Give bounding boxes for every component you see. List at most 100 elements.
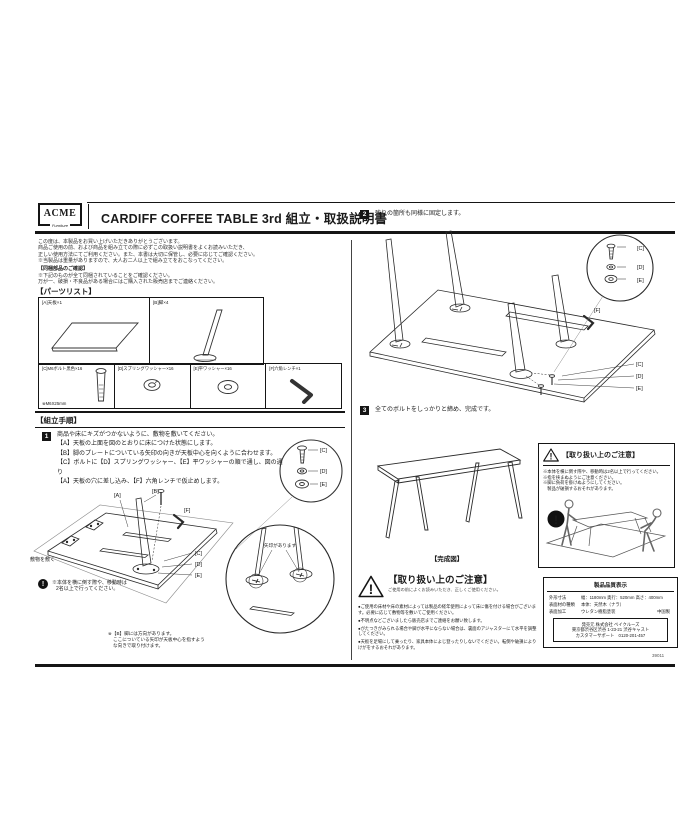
caution-line: ※本体を横に倒す際や、移動時は2名以上で行ってください。	[543, 469, 661, 474]
step2-detail-label-e: [E]	[637, 278, 644, 284]
step1-hardware-detail: [C] [D] [E]	[279, 439, 343, 503]
quality-row-value: ウレタン樹脂塗装	[581, 608, 616, 614]
step1-diagram: [A] [B] [F] [C] [D] [E] 敷物を敷く 矢印があります	[30, 489, 335, 634]
header-bottom-rule	[35, 231, 675, 234]
quality-title: 製品品質表示	[547, 578, 674, 592]
quality-row: 表面材の種類 本体：天然木（ナラ）	[549, 602, 672, 608]
hex-wrench-icon	[289, 378, 313, 404]
note-line: な向きで取り付けます。	[113, 643, 164, 649]
step2-label-c: [C]	[636, 362, 644, 368]
diagram-label-d: [D]	[195, 562, 203, 568]
caution-bullet: ●天板を足場にして乗ったり、家具本体によじ登ったりしないでください。転倒や破損に…	[358, 639, 537, 650]
warning-line: 2名以上で行ってください。	[56, 586, 119, 593]
spring-washer-icon	[143, 378, 161, 391]
doc-number: 39011	[652, 653, 665, 658]
note-line: ※【B】脚には方向があります。	[108, 631, 175, 636]
svg-text:!: !	[550, 452, 553, 462]
step2-label-d: [D]	[636, 374, 644, 380]
quality-row-label: 外形寸法	[549, 594, 567, 600]
arrow-zoom-label: 矢印があります	[264, 542, 297, 549]
quality-row-label: 表面材の種類	[549, 601, 575, 607]
diagram-label-a: [A]	[114, 493, 121, 499]
parts-table-row1: [A]天板×1 [B]脚×4	[38, 297, 264, 365]
caution-right-box: ! 【取り扱い上のご注意】 ※本体を横に倒す際や、移動時は2名以上で行ってくださ…	[538, 443, 675, 568]
mat-label: 敷物を敷く	[30, 556, 55, 563]
step2-text: 残りの箇所も同様に固定します。	[375, 211, 465, 217]
step1-line: 【B】脚のプレートについている矢印の向きが天板中心を向くように合わせます。	[57, 450, 277, 457]
tabletop-drawing	[51, 322, 139, 352]
detail-label-c: [C]	[320, 448, 328, 454]
note-line: ここについている矢印が天板中心を指すよう	[113, 637, 205, 643]
finished-label: 【完成図】	[430, 556, 464, 563]
included-line: 万が一、破損・不良品がある場合にはご購入された販売店までご連絡ください。	[38, 279, 219, 286]
part-cell-d: [D]スプリングワッシャー×16	[115, 364, 191, 408]
caution-bottom-bullets: ●ご使用の床材や床の素材によっては製品の経年使用によって床に傷を付ける場合がござ…	[358, 604, 540, 650]
svg-text:!: !	[369, 581, 374, 597]
step3-badge: 3	[360, 406, 369, 415]
diagram-label-f: [F]	[184, 508, 191, 514]
step1-line: 【A】天板の穴に差し込み、【F】六角レンチで仮止めします。	[57, 479, 224, 486]
quality-row-label: 表面加工	[549, 608, 567, 614]
caution-line: ※指を挟まぬようにご注意ください。	[543, 474, 616, 480]
quality-row-value: 幅：1180mm 奥行：520mm 高さ：400mm	[581, 594, 663, 600]
warning-line: ※本体を横に倒す際や、移動時は	[52, 580, 127, 586]
part-d-label: [D]スプリングワッシャー×16	[117, 366, 174, 371]
step2-badge: 2	[360, 210, 369, 219]
finished-table-drawing	[376, 448, 523, 539]
step1-note: ※【B】脚には方向があります。 ここについている矢印が天板中心を指すよう な向き…	[108, 631, 278, 650]
page-bottom-rule	[35, 664, 675, 667]
column-divider	[351, 240, 352, 660]
warning-triangle-icon: !	[543, 448, 559, 462]
intro-line: 商品ご使用の前、および商品を組み立ての際に必ずこの取扱い説明書をよくお読みいただ…	[38, 245, 248, 252]
diagram-label-b: [B]	[152, 489, 159, 495]
diagram-label-c: [C]	[195, 551, 203, 557]
caution-bottom-subtitle: ご使用の前によくお読みいただき、正しくご使用ください。	[388, 587, 501, 592]
part-a-label: [A]天板×1	[42, 300, 63, 305]
part-f-label: [F]六角レンチ×1	[269, 366, 301, 371]
warning-exclaim-icon: !	[38, 579, 48, 589]
step1-line: 【A】天板の上面を図のとおりに床につけた状態にします。	[57, 441, 217, 448]
svg-text:!: !	[554, 513, 558, 527]
leg-drawing	[193, 309, 223, 363]
step2-label-f: [F]	[594, 308, 601, 314]
caution-right-lines: ※本体を横に倒す際や、移動時は2名以上で行ってください。 ※指を挟まぬようにご注…	[543, 469, 670, 491]
caution-bottom-title: 【取り扱い上のご注意】	[388, 575, 493, 586]
step1-warning-text: ※本体を横に倒す際や、移動時は 2名以上で行ってください。	[52, 580, 172, 593]
included-lines: ※下記のものが全て同梱されていることをご確認ください。 万が一、破損・不良品があ…	[38, 273, 338, 286]
part-cell-f: [F]六角レンチ×1	[266, 364, 341, 408]
included-heading: 【同梱部品のご確認】	[38, 266, 89, 272]
intro-line: ※当製品は重量がありますので、大人お二人以上で組み立てをおこなってください。	[38, 258, 228, 265]
assembly-heading-rule	[35, 427, 345, 428]
part-c-label: [C]M6ボルト黒色×16	[42, 366, 83, 371]
header-divider	[88, 204, 89, 229]
quality-made-in: 中国製	[657, 608, 670, 614]
step3-text: 全てのボルトをしっかりと締め、完成です。	[375, 407, 495, 413]
seller-line: 発売元 株式会社 ベイクルーズ	[581, 621, 640, 627]
intro-line: 正しい使用方法にてご利用ください。また、本書は大切に保管し、必要に応じてご確認く…	[38, 251, 259, 258]
caution-line: ※脚に負荷を掛けぬようにしてください。	[543, 480, 625, 485]
warning-triangle-large-icon: !	[358, 575, 384, 598]
step1-line: 【C】ボルトに【D】スプリングワッシャー、【E】平ワッシャーの順で通し、図の通り	[57, 460, 283, 476]
detail-label-d: [D]	[320, 469, 328, 475]
acme-logo: ACME Furniture	[38, 203, 82, 228]
part-cell-c: [C]M6ボルト黒色×16 ※M6X25mm	[39, 364, 115, 408]
parts-heading: 【パーツリスト】	[36, 287, 96, 296]
quality-row: 外形寸法 幅：1180mm 奥行：520mm 高さ：400mm	[549, 595, 672, 601]
quality-row: 表面加工 ウレタン樹脂塗装 中国製	[549, 609, 672, 615]
seller-line: 東京都渋谷区渋谷 1-23-21 渋谷キャスト	[571, 627, 650, 632]
included-line: ※下記のものが全て同梱されていることをご確認ください。	[38, 273, 173, 279]
step1-line: 商品や床にキズがつかないように、敷物を敷いてください。	[57, 432, 219, 438]
step2-detail-label-d: [D]	[637, 265, 645, 271]
bolt-icon	[95, 368, 107, 402]
diagram-label-e: [E]	[195, 573, 202, 579]
acme-logo-text: ACME	[43, 208, 77, 219]
quality-row-value: 本体：天然木（ナラ）	[581, 601, 624, 607]
part-cell-b: [B]脚×4	[150, 298, 263, 364]
detail-label-e: [E]	[320, 482, 327, 488]
step1-badge: 1	[42, 432, 51, 441]
flat-washer-icon	[217, 379, 239, 394]
step2-label-e: [E]	[636, 386, 643, 392]
caution-line: 製品が破損するおそれがあります。	[543, 485, 616, 491]
step2-detail-label-c: [C]	[637, 246, 645, 252]
intro-line: この度は、本製品をお買い上げいただきありがとうございます。	[38, 239, 183, 245]
